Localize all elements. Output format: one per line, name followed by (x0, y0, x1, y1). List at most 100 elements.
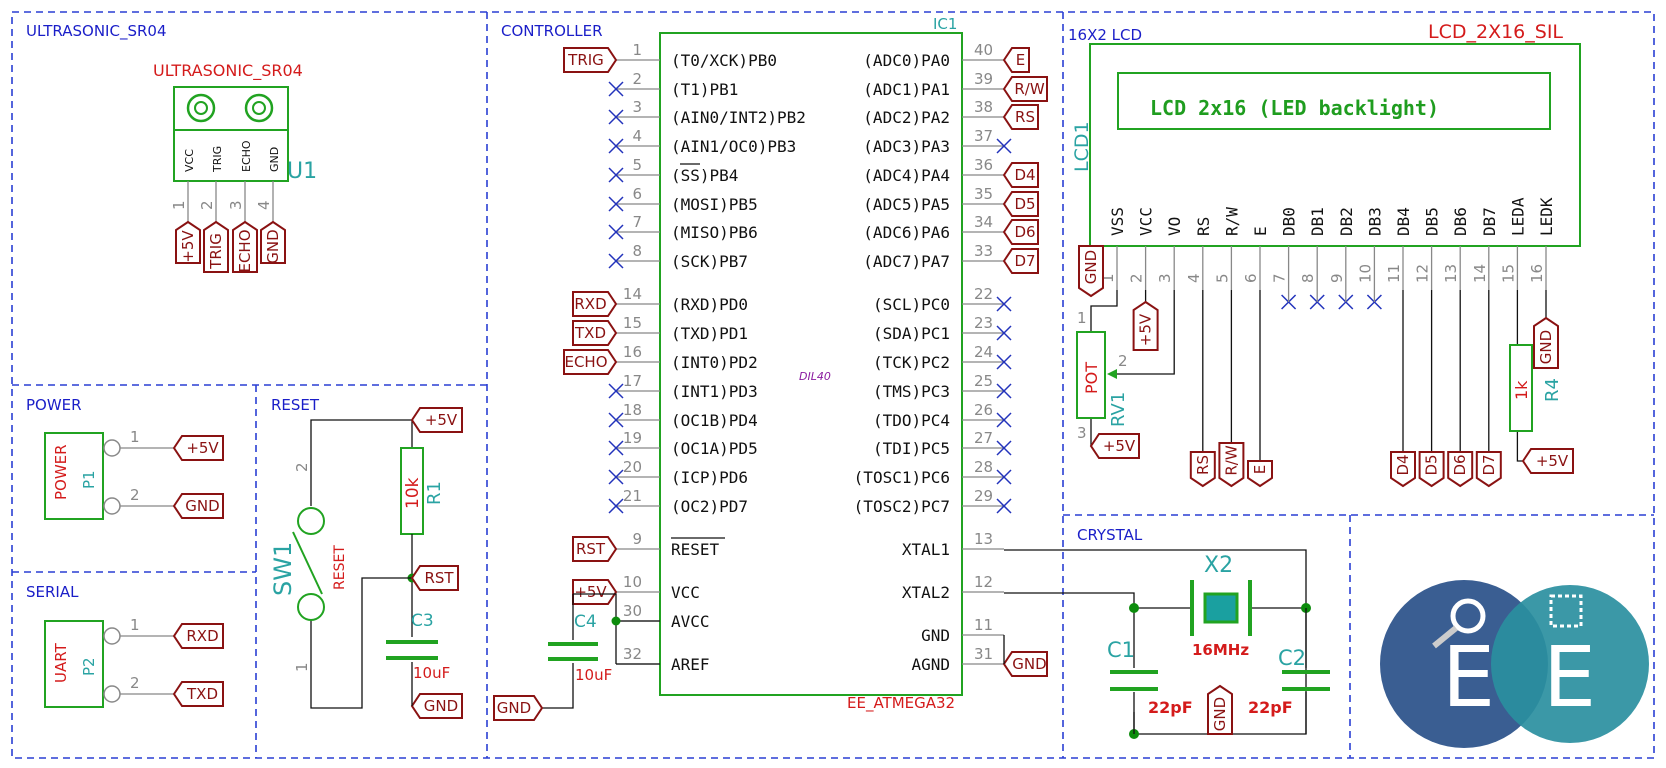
mcu-pin-name: AREF (671, 655, 710, 674)
mcu-pin-num: 23 (974, 314, 993, 332)
mcu-pin-num: 40 (974, 41, 993, 59)
mcu-pin-name: (TDO)PC4 (873, 411, 950, 430)
logo-chip-icon (1549, 594, 1583, 628)
lcd-gnd-label: GND (1078, 245, 1104, 298)
reset-gnd-label: GND (410, 693, 463, 719)
mcu-pin-num: 28 (974, 458, 993, 476)
reset-rst-label: RST (410, 565, 459, 591)
mcu-pin-num: 2 (632, 70, 642, 88)
mcu-body (659, 32, 963, 696)
mcu-label-16-text: ECHO (564, 353, 607, 371)
mcu-pin-num: 29 (974, 487, 993, 505)
mcu-pin-num: 20 (623, 458, 642, 476)
lcd-display-text: LCD 2x16 (LED backlight) (1150, 96, 1439, 120)
ultrasonic-pin-num: 1 (170, 200, 188, 210)
lcd-d4-label: D4 (1390, 451, 1416, 488)
mcu-pin-23: 23(SDA)PC1 (873, 314, 1012, 343)
ultrasonic-label-4-text: GND (264, 229, 282, 263)
mcu-pin-name: (TOSC1)PC6 (854, 468, 950, 487)
c1-ref: C1 (1107, 638, 1135, 662)
section-title-power: POWER (26, 396, 82, 414)
mcu-pin-num: 33 (974, 242, 993, 260)
section-title-controller: CONTROLLER (501, 22, 603, 40)
r4-resistor: 1k R4 (1509, 344, 1563, 432)
crystal-gnd-label-text: GND (1211, 697, 1229, 731)
ultrasonic-label-1: +5V (175, 220, 201, 264)
mcu-pin-name: (OC1A)PD5 (671, 439, 758, 458)
rv1-value: POT (1082, 362, 1101, 394)
lcd-pin-num: 1 (1099, 273, 1117, 283)
ultrasonic-pin-num: 2 (198, 200, 216, 210)
mcu-pin-name: VCC (671, 583, 700, 602)
lcd-rw-label-text: R/W (1222, 445, 1240, 475)
lcd-pin-num: 14 (1471, 264, 1489, 283)
mcu-pin-6: 6(MOSI)PB5 (608, 185, 758, 214)
mcu-pin-num: 10 (623, 573, 642, 591)
mcu-label-40-text: E (1016, 51, 1025, 69)
mcu-pin-name: (INT0)PD2 (671, 353, 758, 372)
lcd-ledk-label: GND (1533, 316, 1559, 369)
mcu-label-36: D4 (1002, 162, 1039, 188)
rv1-potentiometer: POT RV1 1 2 3 (1076, 309, 1129, 442)
lcd-pin-name: LEDK (1537, 197, 1556, 236)
mcu-label-40: E (1002, 47, 1030, 73)
mcu-value: EE_ATMEGA32 (847, 694, 955, 713)
section-frames (11, 11, 1655, 759)
sw1-contact-top (297, 507, 325, 535)
ultrasonic-pin-num: 3 (227, 200, 245, 210)
ultrasonic-transducer-right (244, 93, 274, 123)
power-label-1-text: +5V (186, 439, 219, 457)
mcu-label-39-text: R/W (1014, 80, 1044, 98)
ultrasonic-label-1-text: +5V (179, 230, 197, 263)
lcd-rw-label: R/W (1218, 442, 1245, 488)
mcu-pin-name: (ADC4)PA4 (863, 166, 950, 185)
mcu-pin-name: (ADC2)PA2 (863, 108, 950, 127)
rv1-ref: RV1 (1108, 392, 1129, 427)
mcu-pin-name: XTAL2 (902, 583, 950, 602)
mcu-pin-num: 14 (623, 285, 642, 303)
logo-magnifier-icon (1450, 598, 1486, 634)
mcu-pin-num: 38 (974, 98, 993, 116)
reset-rst-label-text: RST (424, 569, 454, 587)
power-value: POWER (52, 444, 70, 500)
mcu-pin-name: (TMS)PC3 (873, 382, 950, 401)
mcu-pin-num: 3 (632, 98, 642, 116)
r1-ref: R1 (424, 481, 445, 505)
ultrasonic-pin-name: ECHO (240, 140, 253, 172)
section-title-ultrasonic: ULTRASONIC_SR04 (26, 22, 167, 41)
serial-label-2: TXD (172, 681, 224, 707)
mcu-pin-name: (OC1B)PD4 (671, 411, 758, 430)
mcu-pin-37: 37(ADC3)PA3 (863, 127, 1012, 156)
mcu-label-35: D5 (1002, 191, 1039, 217)
mcu-label-1: TRIG (563, 47, 618, 73)
c4-gnd-label: GND (493, 695, 544, 721)
mcu-pin-num: 17 (623, 372, 642, 390)
crystal-circuit: X2 16MHz C1 22pF C2 22pF GND (1004, 549, 1330, 739)
sw1-ref: SW1 (269, 542, 297, 596)
mcu-pin-name: (SS)PB4 (671, 166, 738, 185)
lcd-gnd-label-text: GND (1082, 250, 1100, 284)
mcu-pin-name: GND (921, 626, 950, 645)
